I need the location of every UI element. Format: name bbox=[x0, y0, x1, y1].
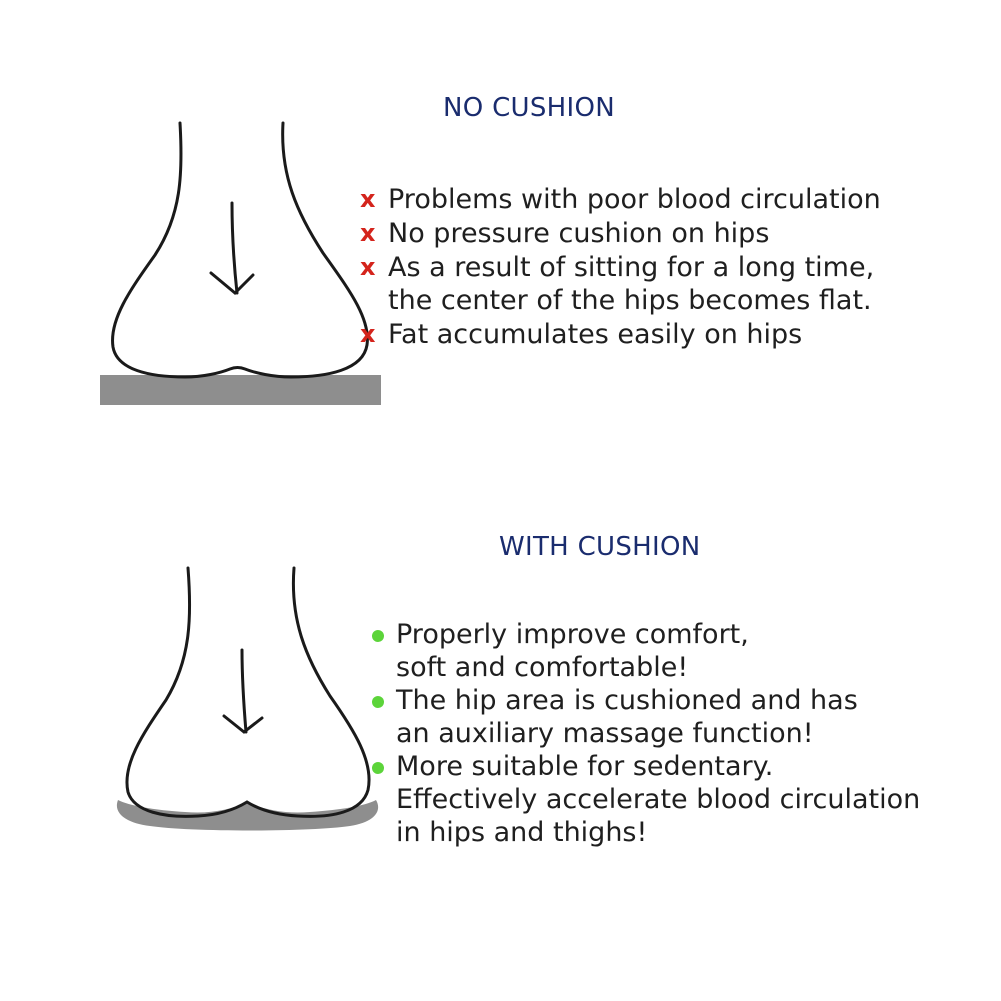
center-seam-line bbox=[230, 201, 239, 295]
list-item-text: Properly improve comfort, bbox=[396, 619, 749, 650]
list-item-text: No pressure cushion on hips bbox=[388, 218, 770, 249]
green-dot-icon bbox=[372, 762, 384, 774]
list-item: x As a result of sitting for a long time… bbox=[360, 251, 960, 317]
list-item-text: The hip area is cushioned and has bbox=[396, 685, 858, 716]
list-item-text: soft and comfortable! bbox=[396, 652, 689, 683]
list-item-text: in hips and thighs! bbox=[396, 817, 648, 848]
red-x-icon: x bbox=[360, 185, 376, 213]
list-item-text: Problems with poor blood circulation bbox=[388, 184, 881, 215]
cushion-shape bbox=[116, 800, 379, 831]
list-item-text: the center of the hips becomes flat. bbox=[388, 285, 872, 316]
with-cushion-benefits-list: Properly improve comfort, soft and comfo… bbox=[368, 618, 968, 849]
list-item-text: As a result of sitting for a long time, bbox=[388, 252, 875, 283]
hips-outline bbox=[125, 566, 371, 818]
list-item-text: More suitable for sedentary. bbox=[396, 751, 774, 782]
red-x-icon: x bbox=[360, 219, 376, 247]
red-x-icon: x bbox=[360, 253, 376, 281]
green-dot-icon bbox=[372, 696, 384, 708]
list-item: x Problems with poor blood circulation bbox=[360, 183, 960, 216]
center-seam-line bbox=[240, 648, 248, 734]
list-item: Properly improve comfort, soft and comfo… bbox=[368, 618, 968, 684]
down-arrow-icon bbox=[222, 714, 264, 734]
down-arrow-icon bbox=[209, 271, 255, 296]
no-cushion-section: NO CUSHION x Problems with poor blood ci… bbox=[0, 0, 1001, 480]
list-item-text: Effectively accelerate blood circulation bbox=[396, 784, 921, 815]
hard-seat-surface bbox=[100, 375, 381, 405]
no-cushion-heading: NO CUSHION bbox=[443, 93, 615, 123]
with-cushion-section: WITH CUSHION Properly improve comfort, s… bbox=[0, 480, 1001, 1001]
hips-on-cushion-illustration bbox=[116, 566, 379, 831]
list-item-text: an auxiliary massage function! bbox=[396, 718, 814, 749]
hips-outline bbox=[111, 121, 369, 379]
red-x-icon: x bbox=[360, 320, 376, 348]
list-item: The hip area is cushioned and has an aux… bbox=[368, 684, 968, 750]
list-item: x Fat accumulates easily on hips bbox=[360, 318, 960, 351]
list-item-text: Fat accumulates easily on hips bbox=[388, 319, 803, 350]
list-item: x No pressure cushion on hips bbox=[360, 217, 960, 250]
hips-on-flat-surface-illustration bbox=[100, 121, 381, 405]
with-cushion-heading: WITH CUSHION bbox=[499, 532, 701, 562]
green-dot-icon bbox=[372, 630, 384, 642]
list-item: More suitable for sedentary. Effectively… bbox=[368, 750, 968, 849]
no-cushion-problems-list: x Problems with poor blood circulation x… bbox=[360, 183, 960, 352]
